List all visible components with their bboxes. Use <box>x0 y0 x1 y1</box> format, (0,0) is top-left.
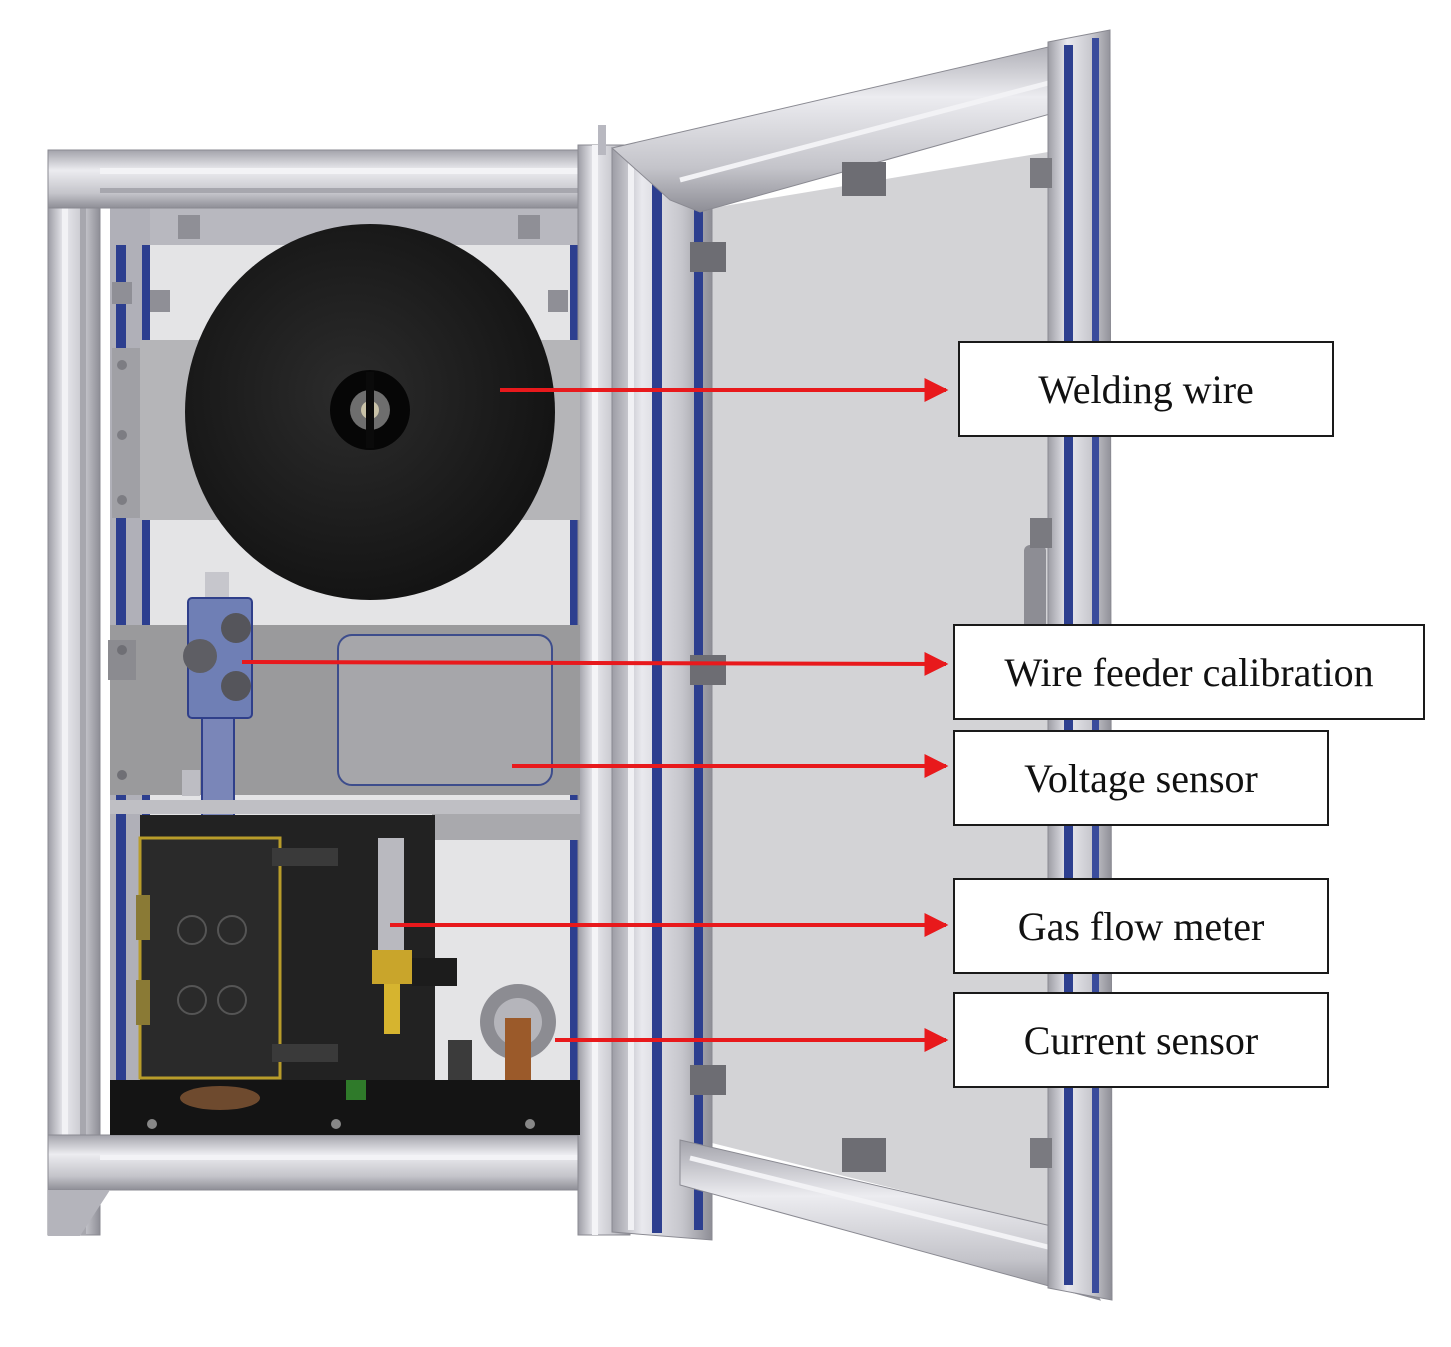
callout-arrows <box>241 378 949 1052</box>
cabinet-body <box>47 125 631 1236</box>
label-welding-wire-text: Welding wire <box>1038 366 1254 412</box>
voltage-sensor-housing <box>337 634 553 786</box>
label-gas-flow-meter: Gas flow meter <box>953 878 1329 974</box>
label-voltage-sensor-text: Voltage sensor <box>1024 755 1258 801</box>
welding-wire-spool <box>185 224 555 600</box>
label-voltage-sensor: Voltage sensor <box>953 730 1329 826</box>
label-welding-wire: Welding wire <box>958 341 1334 437</box>
label-current-sensor: Current sensor <box>953 992 1329 1088</box>
gas-flow-meter <box>372 838 457 1034</box>
label-wire-feeder-calibration-text: Wire feeder calibration <box>1004 649 1374 695</box>
top-profile <box>47 149 594 209</box>
label-wire-feeder-calibration: Wire feeder calibration <box>953 624 1425 720</box>
label-gas-flow-meter-text: Gas flow meter <box>1017 903 1265 949</box>
base-plate <box>110 1080 580 1135</box>
arrow-wire-feeder-calibration <box>241 651 949 676</box>
label-current-sensor-text: Current sensor <box>1023 1017 1259 1063</box>
bottom-profile <box>47 1134 594 1191</box>
left-profile <box>47 149 101 1236</box>
